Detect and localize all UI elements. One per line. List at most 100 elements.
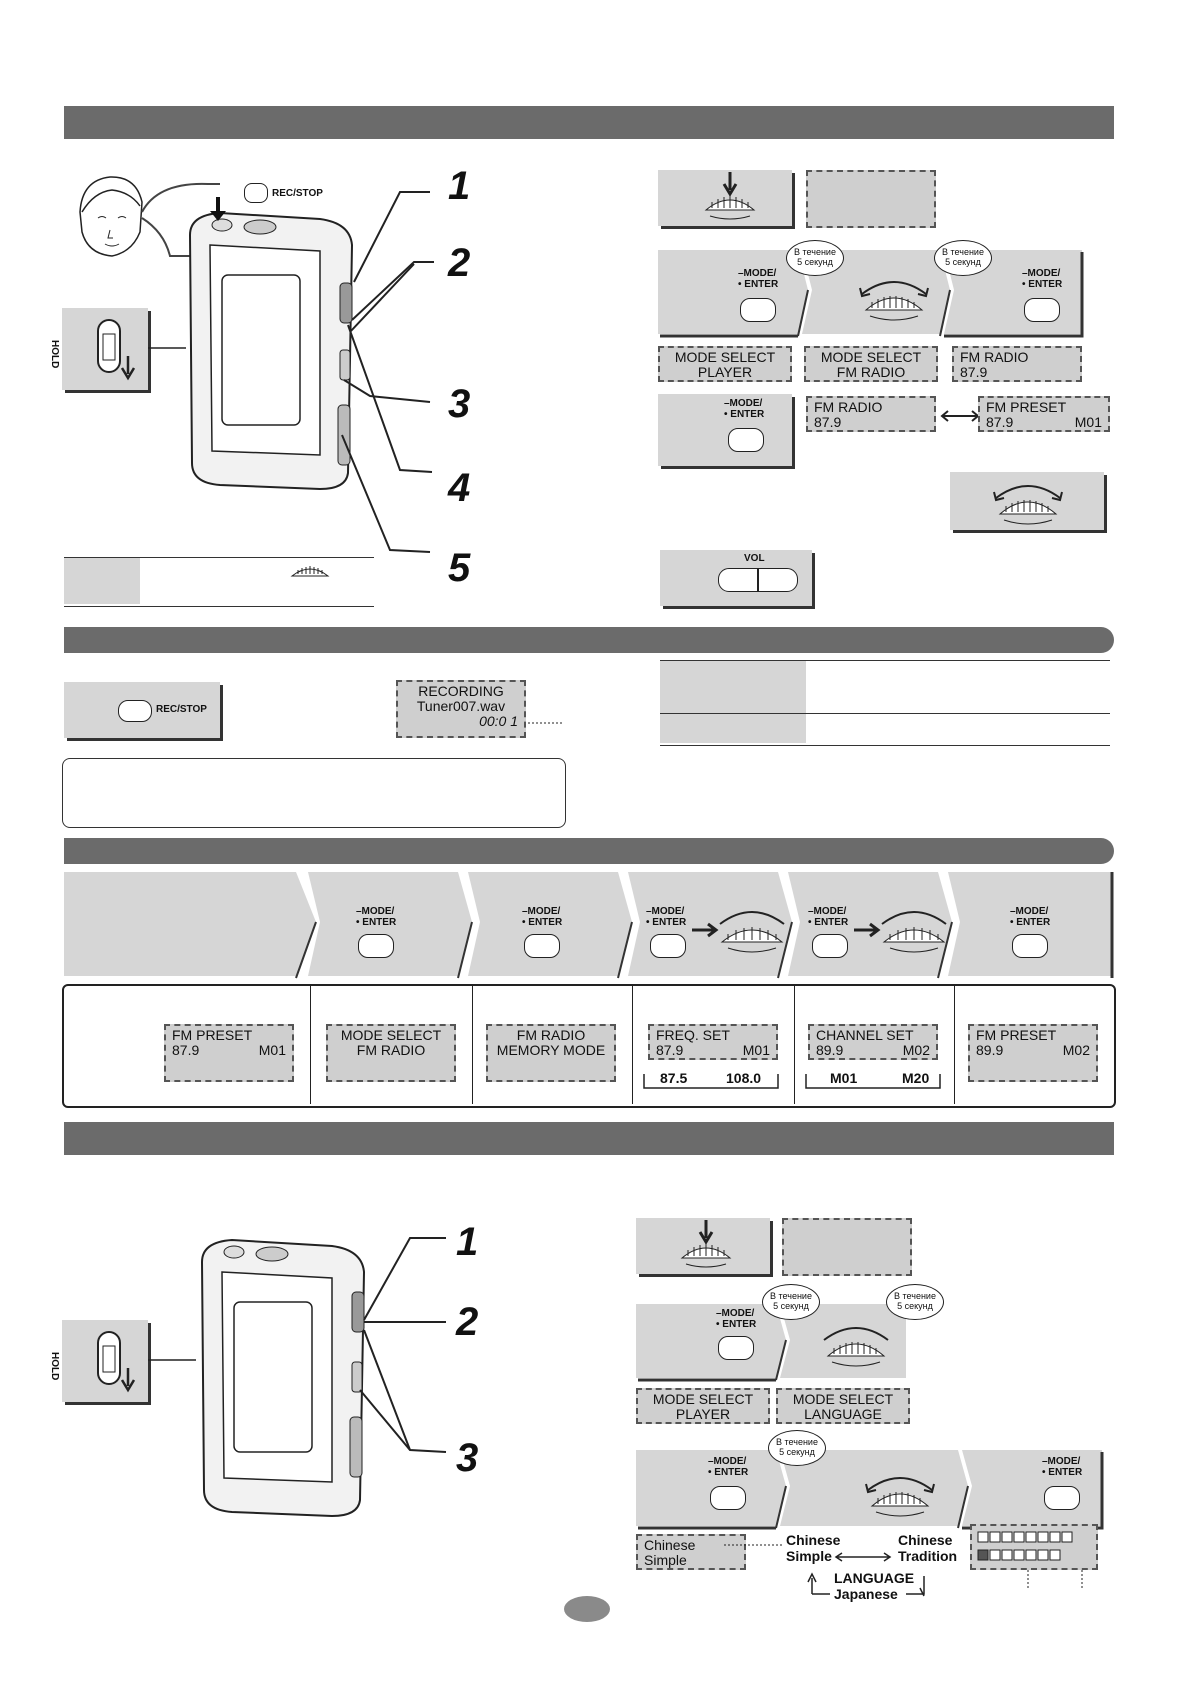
recording-dotted-leader bbox=[528, 722, 564, 724]
mode-enter-label-2: –MODE/ • ENTER bbox=[1022, 268, 1063, 290]
callout-b1: 1 bbox=[456, 1220, 479, 1264]
preset-mode-button-3[interactable] bbox=[650, 934, 686, 958]
lang-mode-button-2[interactable] bbox=[710, 1486, 746, 1510]
lcd-fm-radio-line2: 87.9 bbox=[960, 364, 988, 380]
lcd-mode-player: MODE SELECT PLAYER bbox=[658, 346, 792, 382]
lang-mode-button-3[interactable] bbox=[1044, 1486, 1080, 1510]
preset-divider-1 bbox=[310, 986, 311, 1104]
preset-step-panels bbox=[64, 872, 1114, 979]
preset-divider-2 bbox=[472, 986, 473, 1104]
lcd-lang-mode-language-line1: MODE SELECT bbox=[792, 1391, 894, 1407]
lcd-chinese-simple-line2: Simple bbox=[644, 1552, 687, 1568]
lcd-preset-6-freq: 89.9 bbox=[976, 1042, 1004, 1058]
note-table-recording-divider bbox=[660, 713, 1110, 714]
preset-mode-label-5: –MODE/ • ENTER bbox=[1010, 906, 1051, 928]
callout-5: 5 bbox=[448, 546, 471, 590]
preset-mode-button-4[interactable] bbox=[812, 934, 848, 958]
lcd-mode-player-line2: PLAYER bbox=[697, 364, 753, 380]
jog-dial-icon-small bbox=[290, 566, 330, 577]
page-number-oval bbox=[564, 1596, 610, 1622]
lang-glyph-leaders bbox=[1027, 1570, 1083, 1590]
lcd-recording: RECORDING Tuner007.wav 00:0 1 bbox=[396, 680, 526, 738]
lang-jog-rotate-2 bbox=[865, 1477, 935, 1517]
preset-mode-label-2: –MODE/ • ENTER bbox=[522, 906, 563, 928]
channel-range-max: M20 bbox=[902, 1070, 930, 1086]
lcd-preset-1-freq: 87.9 bbox=[172, 1042, 200, 1058]
lcd-lang-glyph-boxes bbox=[977, 1531, 1073, 1561]
lcd-chinese-simple-line1: Chinese bbox=[644, 1537, 696, 1553]
callout-leaders-top bbox=[341, 191, 434, 553]
preset-mode-button-1[interactable] bbox=[358, 934, 394, 958]
lcd-mode-fm-line1: MODE SELECT bbox=[820, 349, 922, 365]
rec-stop-label: REC/STOP bbox=[272, 188, 323, 199]
mode-enter-button-3[interactable] bbox=[728, 428, 764, 452]
lang-chinese-tradition: Chinese Tradition bbox=[898, 1532, 958, 1564]
hold-leader-line-2 bbox=[148, 1359, 196, 1361]
lcd-preset-1-row2: 87.9 M01 bbox=[172, 1043, 286, 1058]
preset-divider-5 bbox=[954, 986, 955, 1104]
lcd-preset-6: FM PRESET 89.9 M02 bbox=[968, 1024, 1098, 1082]
preset-mode-button-2[interactable] bbox=[524, 934, 560, 958]
lcd-preset-6-line1: FM PRESET bbox=[976, 1027, 1057, 1043]
mode-enter-button-2[interactable] bbox=[1024, 298, 1060, 322]
lcd-fm-radio: FM RADIO 87.9 bbox=[952, 346, 1082, 382]
lcd-recording-line1: RECORDING bbox=[418, 683, 504, 699]
lang-bubble-5sec-1: В течение 5 секунд bbox=[762, 1284, 820, 1320]
lcd-fm-radio-2-line1: FM RADIO bbox=[814, 399, 883, 415]
lang-mode-label-3: –MODE/ • ENTER bbox=[1042, 1456, 1083, 1478]
preset-lcd-row bbox=[62, 984, 1116, 1108]
device-illustration-top bbox=[188, 197, 354, 491]
lcd-lang-mode-language-line2: LANGUAGE bbox=[804, 1406, 882, 1422]
mode-enter-button-1[interactable] bbox=[740, 298, 776, 322]
preset-divider-4 bbox=[794, 986, 795, 1104]
rec-stop-button[interactable] bbox=[118, 700, 152, 722]
lcd-preset-1-line1: FM PRESET bbox=[172, 1027, 253, 1043]
jog-dial-press-icon-2 bbox=[680, 1220, 732, 1268]
lang-mode-button-1[interactable] bbox=[718, 1336, 754, 1360]
channel-range-min: M01 bbox=[830, 1070, 858, 1086]
callout-3: 3 bbox=[448, 382, 471, 426]
rec-stop-label-2: REC/STOP bbox=[156, 704, 207, 715]
lcd-preset-2: MODE SELECT FM RADIO bbox=[326, 1024, 456, 1082]
lcd-fm-preset-top-line1: FM PRESET bbox=[986, 399, 1067, 415]
preset-divider-3 bbox=[632, 986, 633, 1104]
lcd-preset-4-row2: 87.9 M01 bbox=[656, 1043, 770, 1058]
lcd-preset-3: FM RADIO MEMORY MODE bbox=[486, 1024, 616, 1082]
preset-arrow-dial-1 bbox=[692, 911, 785, 953]
lcd-lang-mode-player-line2: PLAYER bbox=[675, 1406, 731, 1422]
callout-2: 2 bbox=[448, 241, 471, 285]
lcd-lang-mode-player-line1: MODE SELECT bbox=[652, 1391, 754, 1407]
freq-range-min: 87.5 bbox=[660, 1070, 688, 1086]
vol-minus-button[interactable] bbox=[758, 568, 798, 592]
vol-plus-button[interactable] bbox=[718, 568, 758, 592]
mode-enter-panel-3 bbox=[658, 394, 792, 466]
lang-double-arrow bbox=[834, 1552, 892, 1562]
lcd-preset-6-ch: M02 bbox=[1062, 1042, 1090, 1058]
rec-stop-button-icon bbox=[244, 183, 268, 203]
lang-dotted-leader bbox=[724, 1544, 782, 1546]
lcd-fm-preset-top: FM PRESET 87.9 M01 bbox=[978, 396, 1110, 432]
hold-label: HOLD bbox=[49, 340, 60, 369]
preset-mode-label-3: –MODE/ • ENTER bbox=[646, 906, 687, 928]
jog-dial-rotate-icon-2 bbox=[993, 485, 1063, 525]
hold-leader-line bbox=[148, 347, 186, 349]
preset-mode-button-5[interactable] bbox=[1012, 934, 1048, 958]
lcd-preset-4-freq: 87.9 bbox=[656, 1042, 684, 1058]
lcd-preset-6-row2: 89.9 M02 bbox=[976, 1043, 1090, 1058]
vol-label: VOL bbox=[744, 553, 765, 564]
lcd-mode-player-line1: MODE SELECT bbox=[674, 349, 776, 365]
lang-cycle-arrows bbox=[807, 1572, 925, 1597]
note-box bbox=[62, 758, 566, 828]
jog-dial-rotate-icon-1 bbox=[859, 281, 929, 321]
channel-range-bracket bbox=[805, 1074, 941, 1089]
hold-switch-icon-2 bbox=[97, 1331, 136, 1393]
lang-japanese: Japanese bbox=[834, 1586, 898, 1602]
note-table-top-cell bbox=[64, 558, 140, 604]
freq-range-max: 108.0 bbox=[726, 1070, 762, 1086]
lang-jog-rotate-1 bbox=[823, 1327, 889, 1367]
section-header-bar-4 bbox=[64, 1122, 1114, 1155]
freq-range-bracket bbox=[643, 1074, 779, 1089]
lcd-preset-1: FM PRESET 87.9 M01 bbox=[164, 1024, 294, 1082]
lcd-lang-mode-player: MODE SELECT PLAYER bbox=[636, 1388, 770, 1424]
callout-b3: 3 bbox=[456, 1436, 479, 1480]
